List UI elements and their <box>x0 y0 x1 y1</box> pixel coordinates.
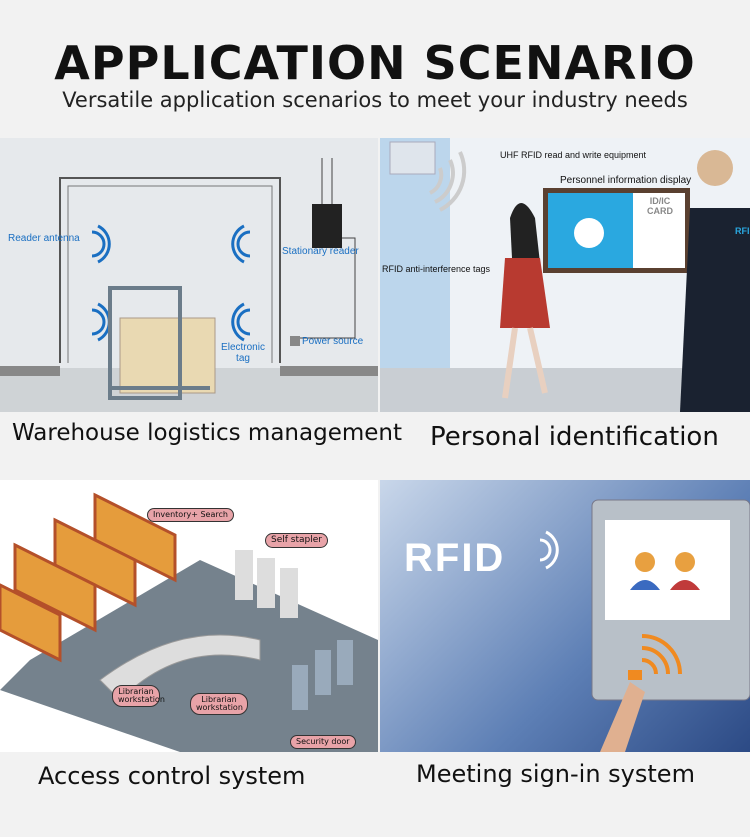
bubble-security-door: Security door <box>290 735 356 749</box>
warehouse-scene <box>0 158 378 412</box>
caption-warehouse: Warehouse logistics management <box>12 420 402 446</box>
label-display: Personnel information display <box>560 175 692 186</box>
bubble-workstation-1: Librarian workstation <box>112 685 165 707</box>
label-reader-antenna: Reader antenna <box>8 233 80 244</box>
rfid-badge-label: RFID <box>735 226 750 236</box>
caption-meeting-signin: Meeting sign-in system <box>416 760 695 788</box>
label-power-source: Power source <box>302 336 364 347</box>
bubble-self-stapler: Self stapler <box>265 533 328 548</box>
label-equipment: UHF RFID read and write equipment <box>500 150 647 160</box>
personal-id-scene <box>380 138 750 412</box>
bubble-inventory: Inventory+ Search <box>147 508 234 522</box>
meeting-scene <box>539 499 750 752</box>
page-title: APPLICATION SCENARIO <box>54 36 696 90</box>
caption-access-control: Access control system <box>38 762 306 790</box>
id-card-label: ID/IC CARD <box>647 196 673 216</box>
caption-personal-id: Personal identification <box>430 422 719 452</box>
access-control-illustration: Inventory+ Search Self stapler Librarian… <box>0 480 378 752</box>
library-scene <box>0 492 378 752</box>
label-electronic-tag: Electronic tag <box>221 342 265 364</box>
label-stationary-reader: Stationary reader <box>282 246 359 257</box>
warehouse-illustration: Reader antenna Stationary reader Electro… <box>0 138 378 412</box>
rfid-logo-text: RFID <box>404 536 506 580</box>
page-subtitle: Versatile application scenarios to meet … <box>62 88 688 112</box>
meeting-signin-illustration: RFID <box>380 480 750 752</box>
personal-id-illustration: UHF RFID read and write equipment Person… <box>380 138 750 412</box>
bubble-workstation-2: Librarian workstation <box>190 693 248 715</box>
label-tags: RFID anti-interference tags <box>382 264 491 274</box>
